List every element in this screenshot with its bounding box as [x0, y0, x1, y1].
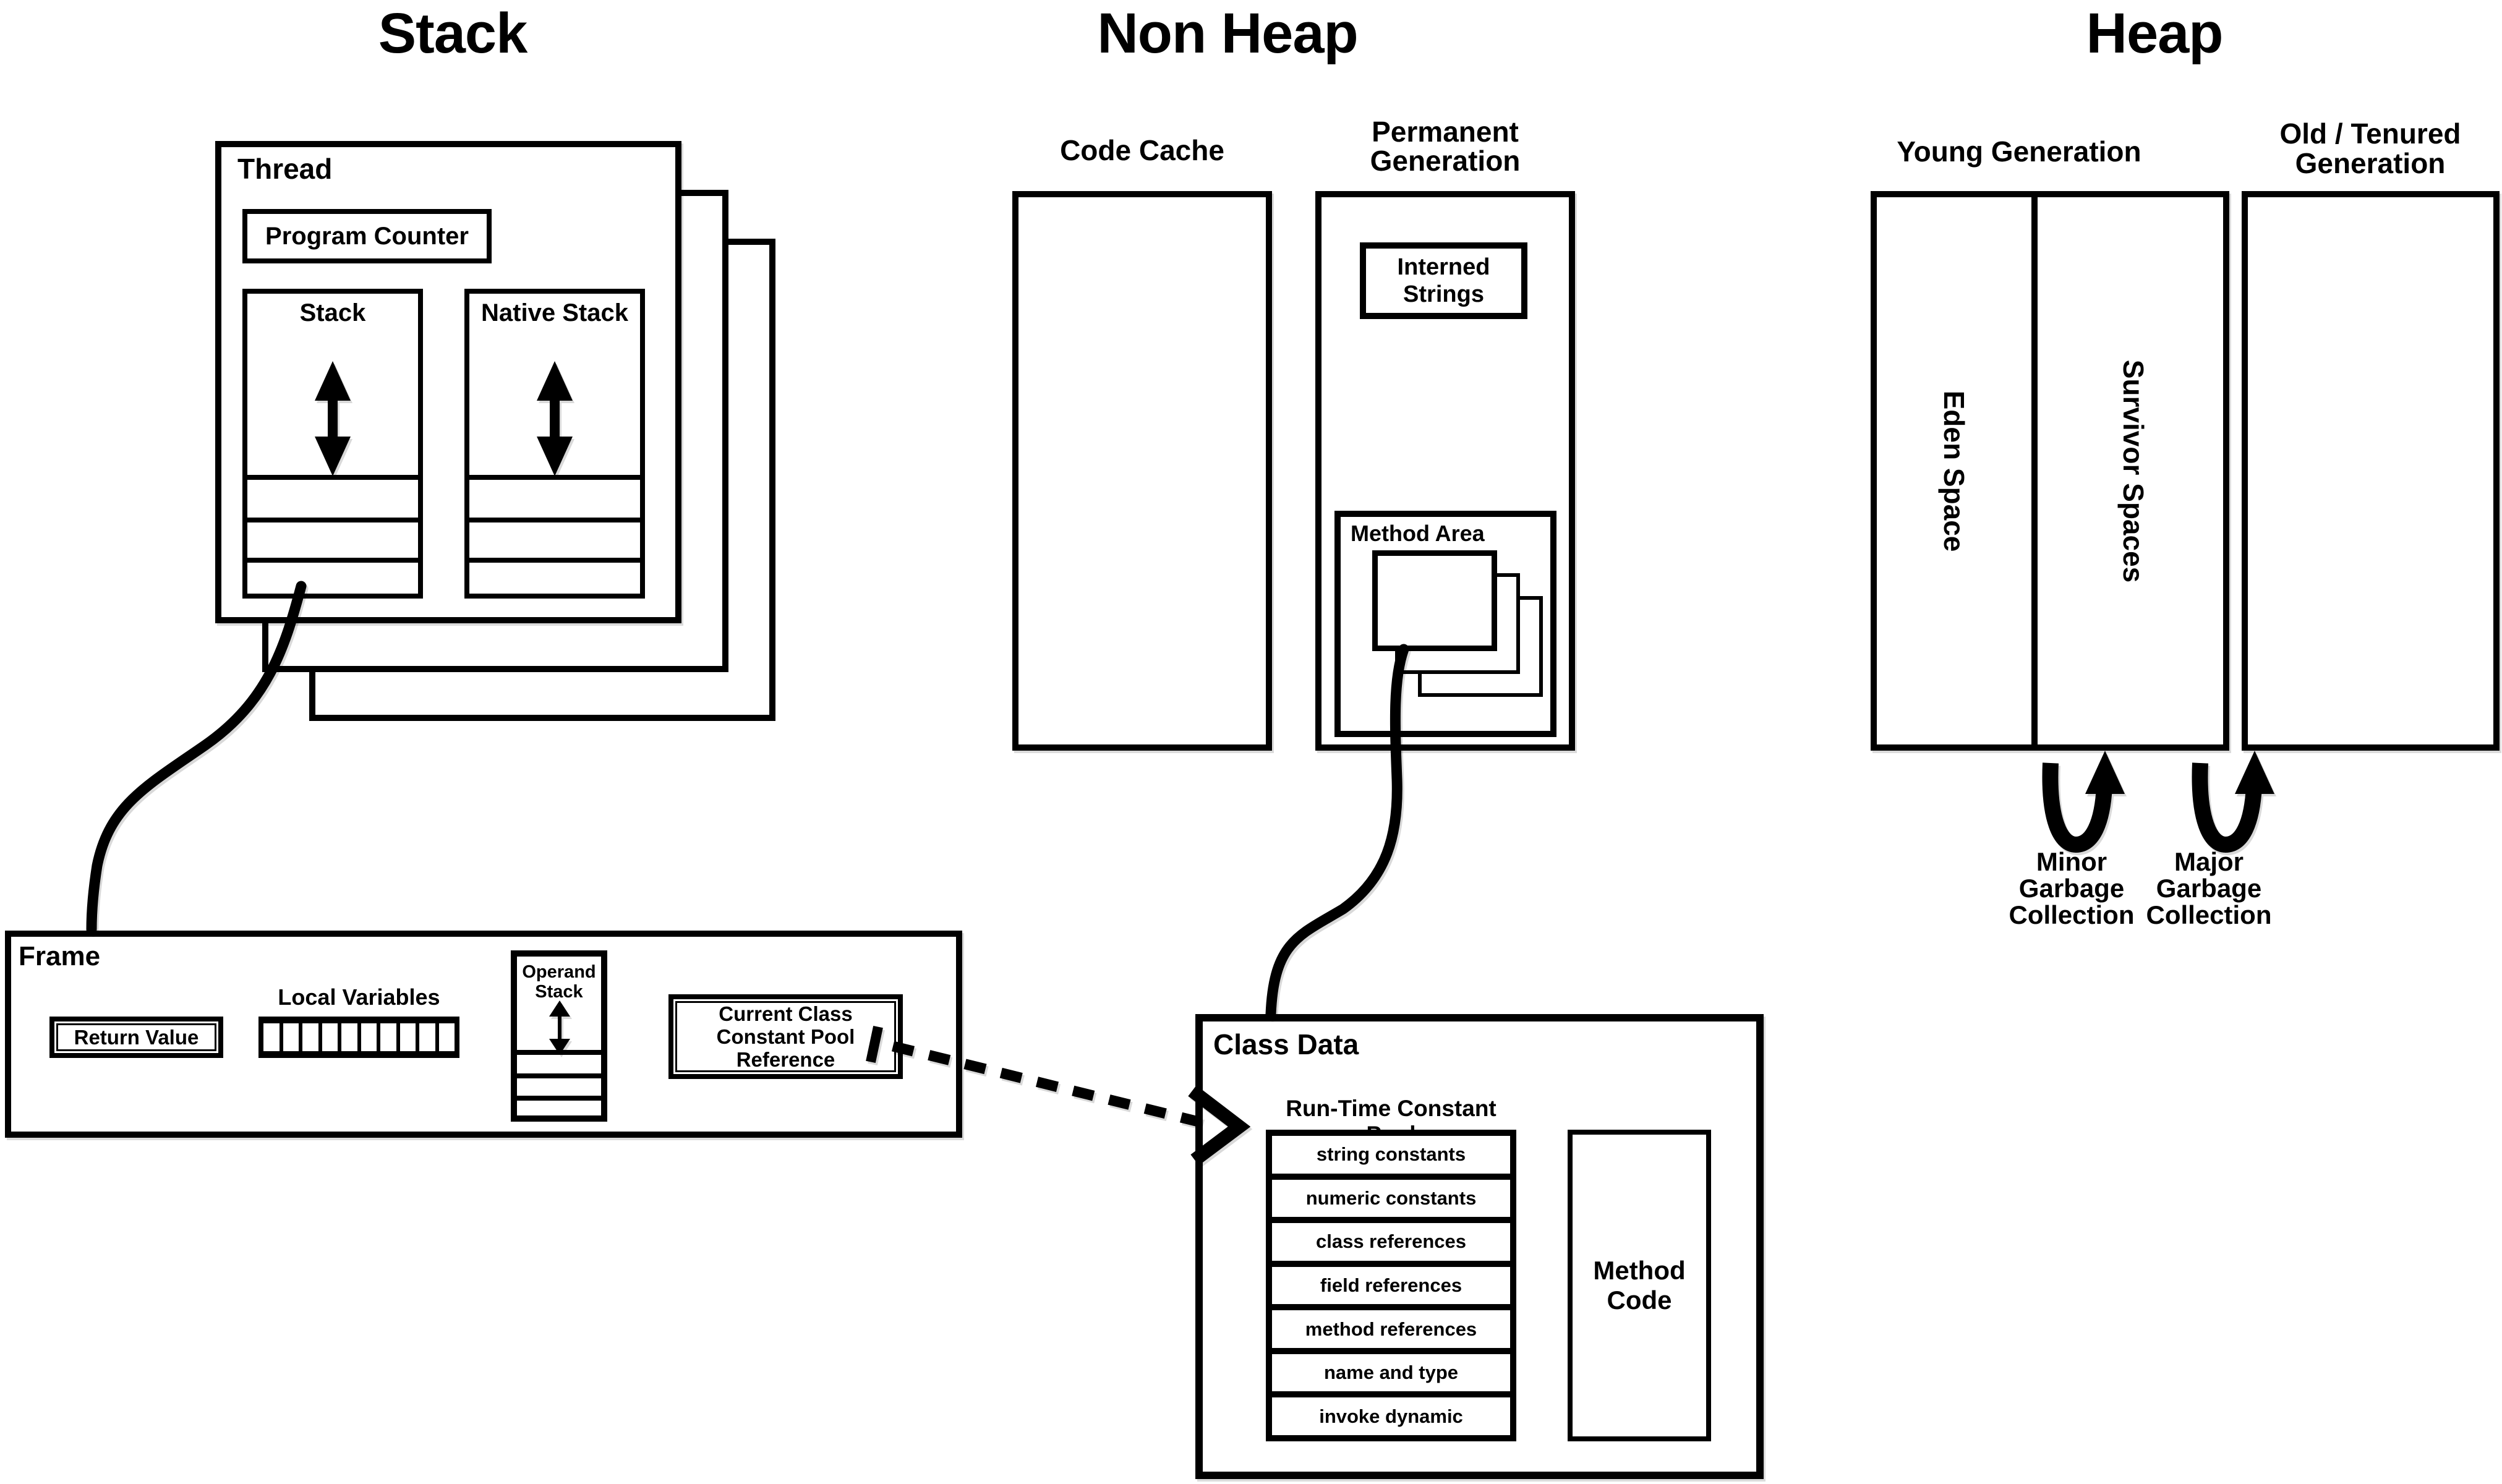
local-variable-slot: [302, 1023, 318, 1051]
local-variable-slot: [399, 1023, 416, 1051]
local-variable-slot: [263, 1023, 280, 1051]
constant-pool-row: numeric constants: [1272, 1179, 1510, 1217]
native-stack-row-line: [469, 558, 640, 563]
interned-strings-label: Interned Strings: [1397, 254, 1490, 307]
local-variable-slot: [419, 1023, 435, 1051]
constant-pool-row: invoke dynamic: [1272, 1397, 1510, 1436]
minor-gc-arrow-icon: [2042, 751, 2125, 853]
section-title-non-heap: Non Heap: [1097, 2, 1358, 65]
stack-frame-row-line: [247, 558, 418, 563]
thread-stack-label: Stack: [299, 299, 366, 326]
program-counter-label: Program Counter: [265, 222, 469, 250]
constant-pool-row: method references: [1272, 1310, 1510, 1348]
constant-pool-row: class references: [1272, 1223, 1510, 1261]
constant-pool-row: string constants: [1272, 1136, 1510, 1174]
native-stack-row-line: [469, 518, 640, 522]
current-class-constant-pool-reference-label: Current Class Constant Pool Reference: [716, 1002, 855, 1071]
thread-label: Thread: [237, 153, 333, 185]
return-value-box: Return Value: [49, 1017, 223, 1058]
code-cache-box: [1012, 191, 1272, 751]
local-variable-slot: [283, 1023, 299, 1051]
stack-frame-row-line: [247, 518, 418, 522]
local-variables-label: Local Variables: [278, 984, 440, 1010]
young-generation-box: [1871, 191, 2229, 751]
method-code-box: Method Code: [1568, 1130, 1711, 1441]
operand-stack-row-line: [517, 1096, 601, 1101]
runtime-constant-pool-table: string constants numeric constants class…: [1266, 1130, 1516, 1441]
code-cache-label: Code Cache: [1060, 134, 1224, 166]
local-variables-cells: [258, 1017, 459, 1058]
young-generation-label: Young Generation: [1897, 135, 2141, 168]
native-stack-box: [464, 289, 645, 599]
interned-strings-box: Interned Strings: [1360, 242, 1527, 319]
old-tenured-generation-label: Old / Tenured Generation: [2279, 117, 2461, 179]
old-tenured-generation-box: [2242, 191, 2500, 751]
constant-pool-row: field references: [1272, 1266, 1510, 1305]
method-area-label: Method Area: [1351, 521, 1485, 546]
operand-stack-label: Operand Stack: [522, 962, 596, 1002]
class-data-label: Class Data: [1213, 1028, 1359, 1060]
method-code-label: Method Code: [1593, 1256, 1686, 1315]
thread-stack-box: [242, 289, 423, 599]
return-value-label: Return Value: [74, 1025, 199, 1049]
current-class-constant-pool-reference-box: Current Class Constant Pool Reference: [668, 994, 903, 1079]
native-stack-label: Native Stack: [481, 299, 628, 326]
eden-space-label: Eden Space: [1938, 390, 1970, 552]
minor-gc-label: Minor Garbage Collection: [2009, 847, 2135, 929]
stack-frame-row-line: [247, 475, 418, 480]
local-variable-slot: [341, 1023, 357, 1051]
operand-stack-row-line: [517, 1050, 601, 1055]
constant-pool-row: name and type: [1272, 1354, 1510, 1392]
section-title-heap: Heap: [2086, 2, 2224, 65]
local-variable-slot: [438, 1023, 455, 1051]
permanent-generation-label: Permanent Generation: [1370, 116, 1521, 177]
operand-stack-row-line: [517, 1073, 601, 1078]
local-variable-slot: [322, 1023, 338, 1051]
major-gc-label: Major Garbage Collection: [2146, 847, 2272, 929]
class-file-card-front: [1372, 550, 1497, 651]
native-stack-row-line: [469, 475, 640, 480]
eden-survivor-divider: [2031, 191, 2038, 751]
local-variable-slot: [361, 1023, 377, 1051]
section-title-stack: Stack: [378, 2, 528, 65]
survivor-spaces-label: Survivor Spaces: [2117, 359, 2150, 583]
frame-label: Frame: [19, 941, 101, 971]
program-counter-box: Program Counter: [242, 209, 492, 263]
major-gc-arrow-icon: [2192, 751, 2274, 853]
local-variable-slot: [380, 1023, 396, 1051]
